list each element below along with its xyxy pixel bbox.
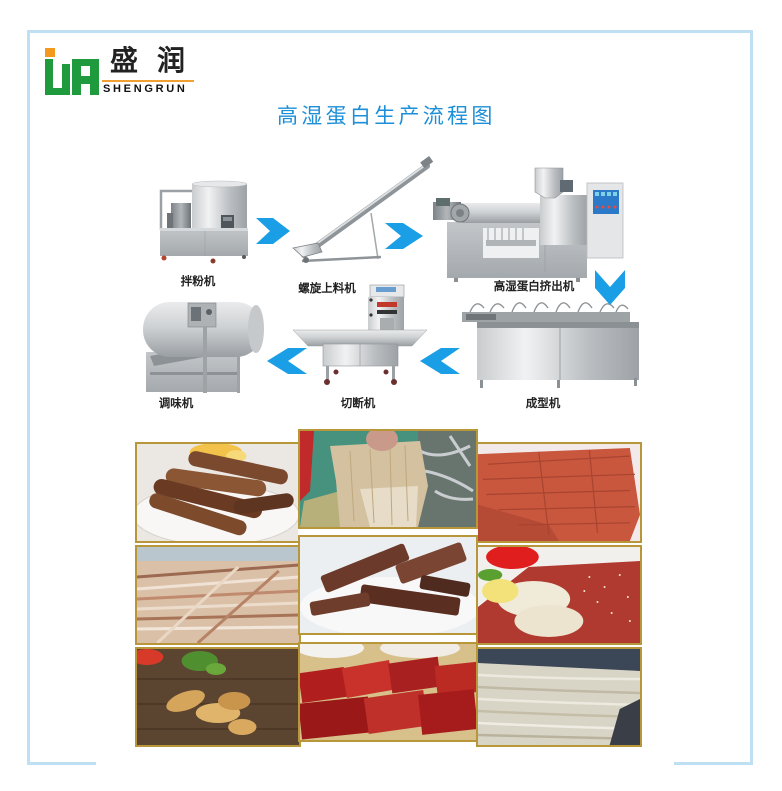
brand-underline <box>102 80 194 82</box>
step-label-extruder: 高湿蛋白挤出机 <box>493 279 575 293</box>
product-image <box>298 429 478 529</box>
step-label-screw-conveyor: 螺旋上料机 <box>298 281 356 295</box>
step-label-seasoning-tumbler: 调味机 <box>158 396 194 410</box>
step-label-forming-machine: 成型机 <box>525 396 561 410</box>
seasoning-tumbler-image <box>143 302 264 393</box>
product-image <box>135 442 301 543</box>
product-image <box>476 647 642 747</box>
forming-machine-image <box>462 302 639 388</box>
page-title: 高湿蛋白生产流程图 <box>277 104 496 128</box>
arrow-right-icon <box>256 218 290 244</box>
cutting-machine-image <box>292 284 428 385</box>
arrow-left-icon <box>267 348 307 374</box>
frame-gap <box>96 760 674 768</box>
arrow-down-icon <box>595 270 625 305</box>
shengrun-logo-icon <box>45 48 99 95</box>
process-flow-diagram <box>143 156 639 393</box>
arrow-right-icon <box>385 223 423 249</box>
extruder-image <box>433 167 624 282</box>
arrow-left-icon <box>420 348 460 374</box>
grid-spacer <box>298 528 478 536</box>
product-image <box>135 545 301 645</box>
screw-conveyor-image <box>292 156 434 263</box>
step-label-cutting-machine: 切断机 <box>340 396 376 410</box>
product-image <box>476 545 642 645</box>
powder-mixer-image <box>159 180 248 264</box>
product-image <box>298 535 478 635</box>
brand-name-cn: 盛润 <box>110 44 205 77</box>
product-image <box>298 642 478 742</box>
brand-name-en: SHENGRUN <box>103 83 188 95</box>
product-image <box>476 442 642 543</box>
step-label-powder-mixer: 拌粉机 <box>180 274 216 288</box>
product-image <box>135 647 301 747</box>
